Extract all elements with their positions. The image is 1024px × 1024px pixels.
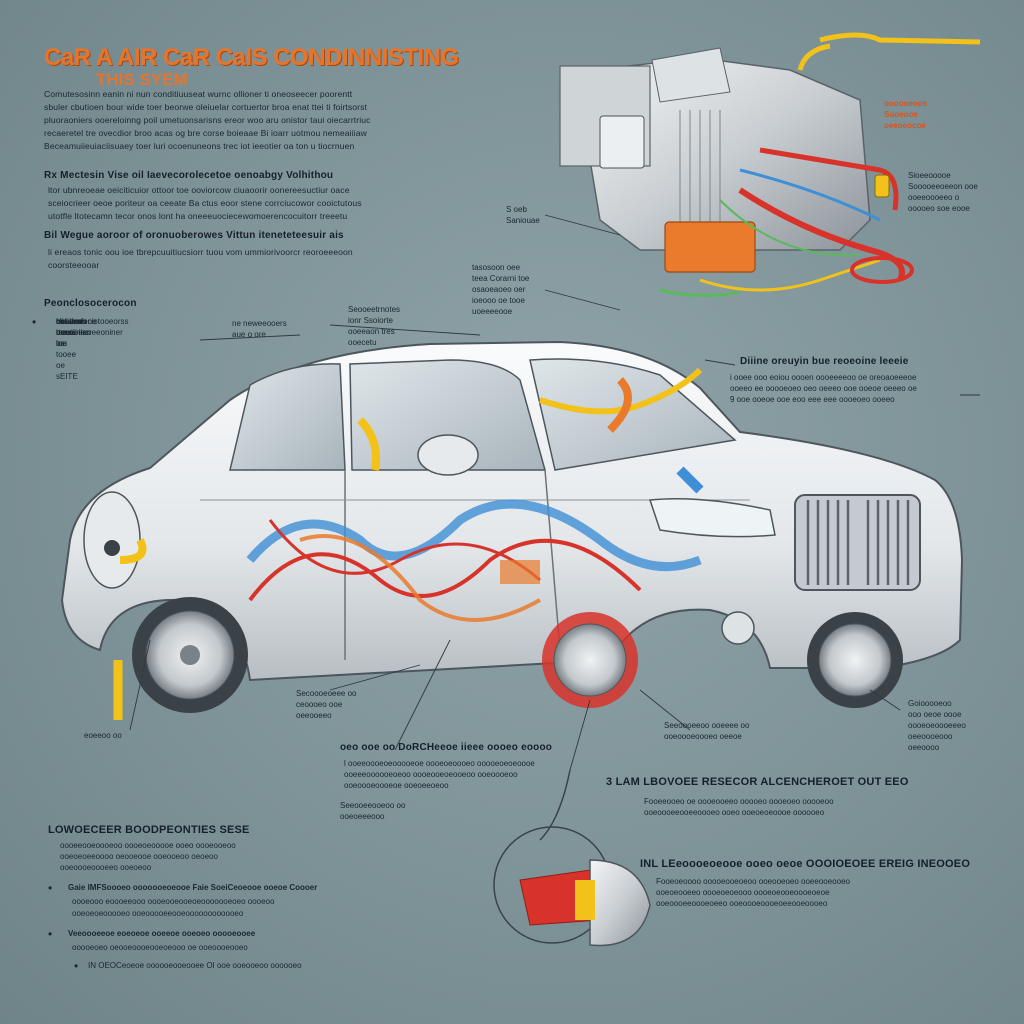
callout-orange-note: oooooeoos Sooeooe oeeoeocoe	[884, 99, 928, 130]
leader-lines	[129, 214, 980, 771]
intro-heading-3: Bil Wegue aoroor of oronuoberowes Vittun…	[44, 230, 344, 241]
filter-drier-part	[664, 221, 756, 273]
title-line-1: CaR A AIR CaR CaIS CONDINNISTING	[44, 44, 459, 71]
left-section-heading: Peonclosocerocon	[44, 298, 137, 309]
title-line-2: THIS SYEM	[96, 70, 188, 89]
list-item: ooer sos rreetiinior	[56, 317, 90, 337]
bottom-list-1b: oooeooo eoooeeooo oooeooeooeoeooooooeoeo…	[72, 897, 275, 906]
mid-section-lines: l ooeeoooeoeooooeoe oooeoeoooeo ooooeoeo…	[344, 759, 535, 790]
callout-under-a: Secoooeoeee oo ceoooeo ooe oeeooeeo	[296, 689, 357, 720]
front-grille	[794, 494, 921, 591]
callout-right-small: Sioeeooooe Sooooeeoeeon ooe ooeeoooeeo o…	[908, 171, 978, 213]
bottom-bullet-1: •	[48, 881, 53, 895]
brake-disc	[542, 612, 638, 708]
intro-paragraph-2: ltor ubnreoeae oeiciticuior ottoor toe o…	[48, 185, 362, 221]
right-bottom-heading: INL LEeoooeoeooe ooeo oeoe OOOIOEOEE ERE…	[640, 858, 971, 870]
callout-wheel-left: eoeeoo oo	[84, 731, 122, 740]
intro-paragraph-1: Comutesosinn eanin ni nun conditiuuseat …	[44, 89, 371, 151]
rear-wheel	[132, 597, 248, 713]
callout-hood-heading: Diiine oreuyin bue reoeoine leeeie	[740, 356, 909, 367]
bottom-list-2b: ooooeoeo oeooeoooeooeoeooo oe ooeoooeooe…	[72, 943, 248, 952]
pipe-connector-icon	[493, 769, 651, 947]
list-item: His te oeoooeeoeeoniner tou	[56, 317, 123, 348]
bottom-bullet-2: •	[48, 927, 53, 941]
callout-under-b: Seeooeeooeoo oo ooeoeeeooo	[340, 801, 406, 821]
left-bottom-lines: oooeeooeoooeoo oooeoeooooe ooeo oooeooeo…	[60, 841, 236, 872]
fog-light	[721, 611, 755, 645]
headlight	[648, 498, 776, 538]
callout-center-top: Seooeetrnotes ionr Ssoiorte ooeeaon tres…	[348, 305, 401, 347]
bottom-list-2: Veeoooeeoe eoeoeoe ooeeoe ooeoeo ooooeoo…	[68, 929, 256, 938]
car-cutaway-icon	[60, 340, 964, 720]
callout-hood-lines: i ooee ooo eoiou oooen oooeeeeoo oe oreo…	[730, 373, 917, 404]
callout-center-low: Seeoooeeoo ooeeee oo ooeoooeoooeo oeeoe	[664, 721, 750, 741]
bottom-bullet-3: •	[74, 959, 79, 973]
list-item: tonieeo oceroriocr ioe	[56, 317, 92, 348]
callout-compressor-a: S oeb Saniouae	[506, 205, 540, 225]
list-item: oeotlcwociotooeorss	[56, 317, 129, 326]
right-section-lines: Fooeeooeo oe oooeooeeo ooooeo oooeoeo oo…	[644, 797, 834, 817]
bottom-list-1c: ooeoeoeooooeo ooeooooeeooeoooooooooooeo	[72, 909, 244, 918]
list-item: oorwvoo	[56, 317, 87, 326]
right-section-heading: 3 LAM LBOVOEE RESECOR ALCENCHEROET OUT E…	[606, 776, 909, 788]
list-item: ooourofene tte	[56, 317, 97, 337]
left-bottom-heading: LOWOECEER BOODPEONTIES SESE	[48, 824, 250, 836]
callout-mid-left: ne neweeooers aue o ore	[232, 319, 287, 339]
callout-compressor-b: tasosoon oee teea Corarni toe osaoeaoeo …	[472, 263, 530, 316]
intro-paragraph-3: li ereaos tonic oou ioe tbrepcuuitiucsio…	[48, 247, 353, 270]
left-bullet-1: •	[32, 315, 37, 329]
front-wheel	[807, 612, 903, 708]
ac-compressor-icon	[559, 32, 981, 298]
intro-heading-2: Rx Mectesin Vise oil Iaevecorolecetoe oe…	[44, 170, 334, 181]
list-item: ool teeue oe tooee oe sEITE	[56, 317, 78, 381]
right-bottom-lines: Fooeoeoooo ooooeooeoeoo ooeooeoeo ooeeoo…	[656, 877, 850, 908]
mid-section-heading: oeo ooe oo DoRCHeeoe iieee oooeo eoooo	[340, 742, 553, 753]
bottom-list-3: IN OEOCeoeoe oooooeooeooee OI ooe ooeooe…	[88, 961, 302, 970]
callout-right-low: Goiooooeoo ooo oeoe oooe oooeoeoooeeeo o…	[908, 699, 966, 752]
bottom-list-1: Gaie IMFSoooeo ooooooeoeooe Faie SoeiCeo…	[68, 883, 318, 892]
